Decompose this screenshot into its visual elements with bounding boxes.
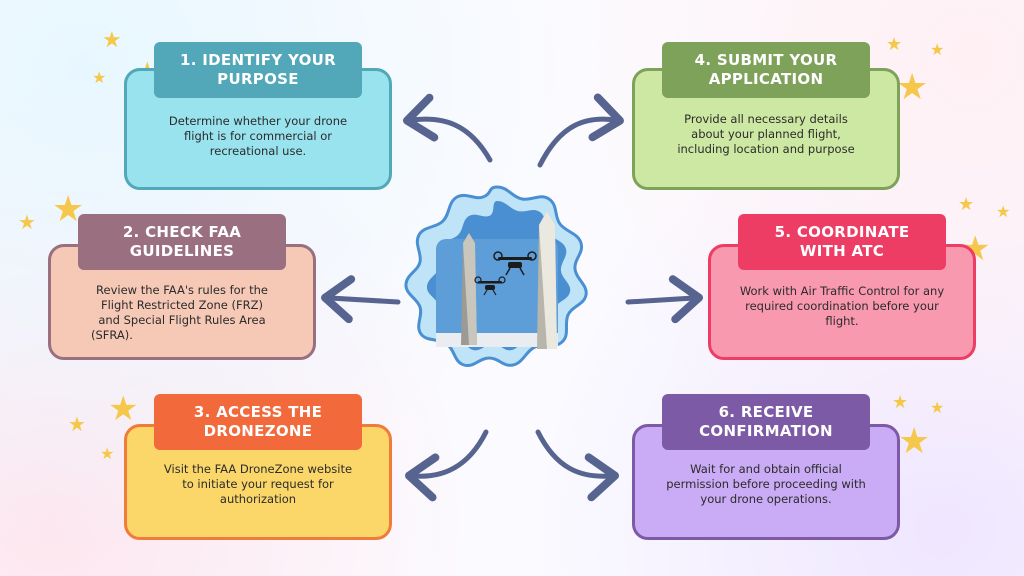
- star-icon: ★: [886, 34, 903, 55]
- star-icon: ★: [958, 194, 975, 215]
- step-2-title: 2. CHECK FAA GUIDELINES: [78, 214, 286, 270]
- center-badge: [404, 185, 588, 368]
- star-icon: ★: [898, 421, 931, 462]
- star-icon: ★: [108, 389, 139, 429]
- step-4-description: Provide all necessary details about your…: [677, 112, 855, 156]
- step-3-title: 3. ACCESS THE DRONEZONE: [154, 394, 362, 450]
- arrow-to-step-2: [321, 275, 401, 324]
- star-icon: ★: [102, 28, 122, 53]
- step-4-title: 4. SUBMIT YOUR APPLICATION: [662, 42, 870, 98]
- step-5-description: Work with Air Traffic Control for any re…: [739, 284, 945, 328]
- star-icon: ★: [996, 202, 1011, 221]
- arrow-to-step-3: [405, 429, 489, 502]
- arrow-to-step-4: [537, 93, 624, 168]
- step-6-description: Wait for and obtain official permission …: [666, 462, 866, 506]
- star-icon: ★: [930, 398, 945, 417]
- step-6-title: 6. RECEIVE CONFIRMATION: [662, 394, 870, 450]
- step-5-title: 5. COORDINATE WITH ATC: [738, 214, 946, 270]
- star-icon: ★: [896, 67, 929, 108]
- star-icon: ★: [92, 68, 107, 87]
- star-icon: ★: [930, 40, 945, 59]
- monument-drones-icon: [404, 185, 588, 368]
- arrow-to-step-6: [535, 429, 619, 502]
- star-icon: ★: [100, 444, 115, 463]
- step-1-description: Determine whether your drone flight is f…: [168, 114, 348, 158]
- star-icon: ★: [18, 210, 36, 234]
- arrow-to-step-5: [625, 275, 703, 324]
- arrow-to-step-1: [403, 93, 493, 163]
- star-icon: ★: [68, 412, 86, 436]
- step-1-title: 1. IDENTIFY YOUR PURPOSE: [154, 42, 362, 98]
- star-icon: ★: [892, 392, 909, 413]
- step-3-description: Visit the FAA DroneZone website to initi…: [163, 462, 353, 506]
- step-2-description: Review the FAA's rules for the Flight Re…: [91, 283, 268, 342]
